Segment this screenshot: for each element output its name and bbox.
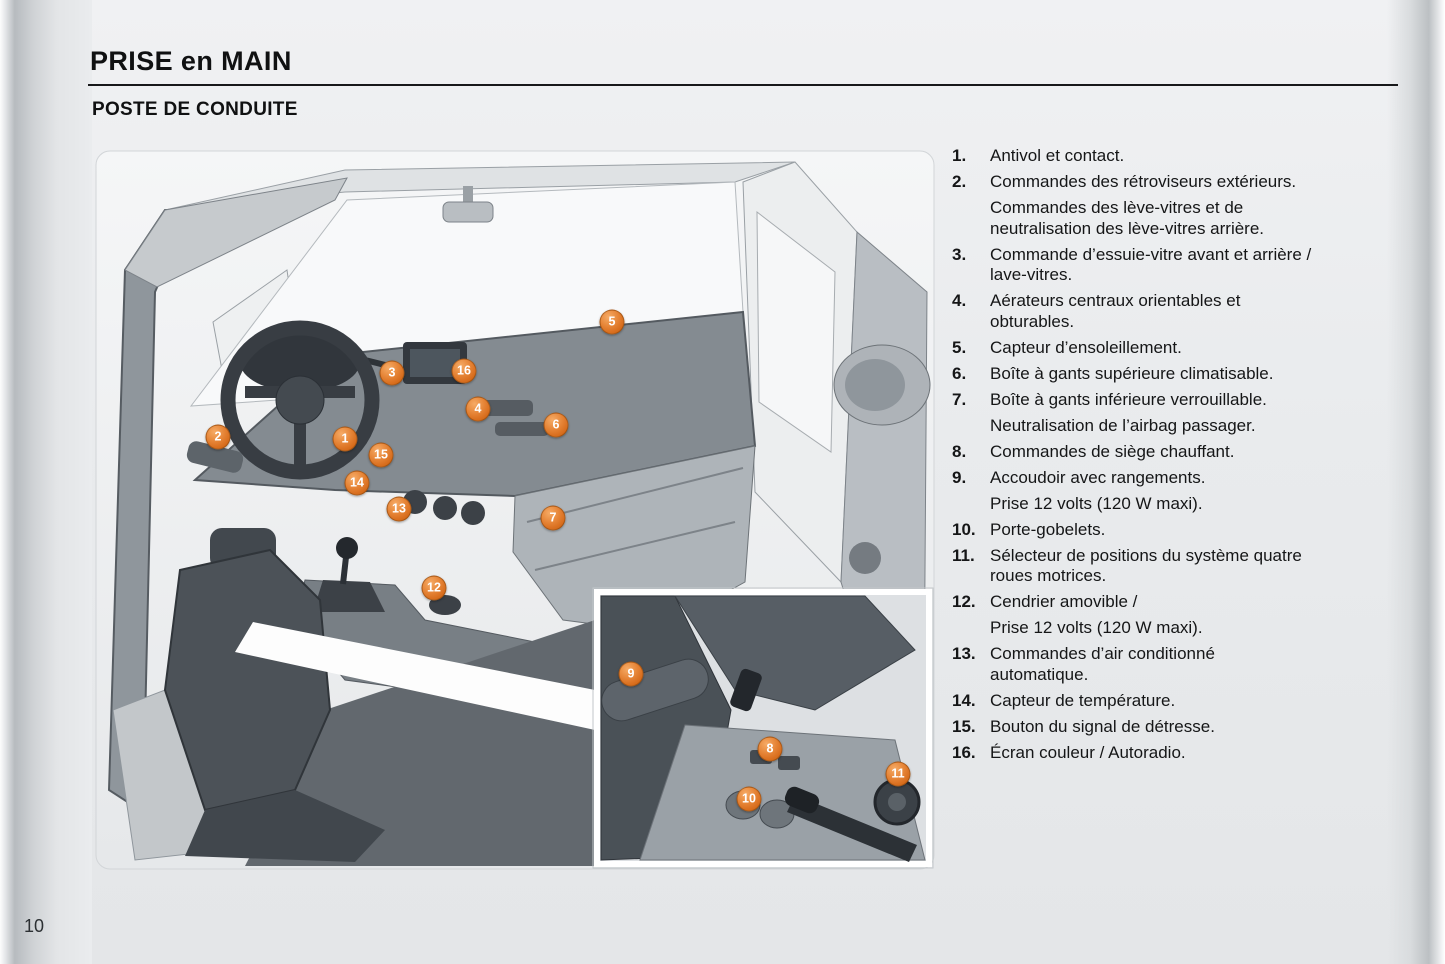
legend-item-text: Boîte à gants supérieure climatisable. xyxy=(990,363,1274,383)
legend-item-14: 14. Capteur de température. xyxy=(952,691,1320,712)
legend-item-4: 4. Aérateurs centraux orientables et obtu… xyxy=(952,291,1320,332)
diagram-marker-1: 1 xyxy=(332,426,358,452)
legend-item-text: Boîte à gants inférieure verrouillable.N… xyxy=(990,389,1267,435)
legend-item-text: Commandes d’air conditionné automatique. xyxy=(990,644,1215,684)
legend-item-number: 13. xyxy=(952,644,976,663)
diagram-marker-6: 6 xyxy=(543,412,569,438)
legend-item-text: Aérateurs centraux orientables et obtura… xyxy=(990,291,1241,331)
legend-item-number: 9. xyxy=(952,467,967,487)
diagram-marker-11: 11 xyxy=(885,761,911,787)
legend-list: 1. Antivol et contact. 2. Commandes des rét… xyxy=(952,146,1320,769)
legend-item-number: 14. xyxy=(952,690,976,710)
diagram-marker-13: 13 xyxy=(386,496,412,522)
page-edge-gradient xyxy=(1387,0,1445,964)
legend-item-text: Cendrier amovible /Prise 12 volts (120 W… xyxy=(990,592,1203,637)
legend-item-text: Capteur d’ensoleillement. xyxy=(990,337,1182,357)
page-binding-gradient xyxy=(0,0,92,964)
legend-item-text: Commandes des rétroviseurs extérieurs.Co… xyxy=(990,172,1297,238)
legend-item-8: 8. Commandes de siège chauffant. xyxy=(952,442,1320,463)
legend-item-number: 4. xyxy=(952,291,967,310)
legend-item-number: 3. xyxy=(952,244,967,264)
legend-item-text: Bouton du signal de détresse. xyxy=(990,716,1215,736)
legend-item-3: 3. Commande d’essuie-vitre avant et arriè… xyxy=(952,245,1320,286)
legend-item-9: 9. Accoudoir avec rangements.Prise 12 vol… xyxy=(952,468,1320,515)
legend-item-text: Commandes de siège chauffant. xyxy=(990,441,1235,461)
legend-item-text: Commande d’essuie-vitre avant et arrière… xyxy=(990,244,1312,285)
diagram-marker-7: 7 xyxy=(540,505,566,531)
legend-item-7: 7. Boîte à gants inférieure verrouillable… xyxy=(952,390,1320,437)
legend-item-number: 11. xyxy=(952,545,975,565)
diagram-marker-12: 12 xyxy=(421,575,447,601)
legend-item-number: 8. xyxy=(952,441,967,461)
legend-item-text: Sélecteur de positions du système quatre… xyxy=(990,545,1302,586)
diagram-marker-4: 4 xyxy=(465,396,491,422)
legend-item-10: 10. Porte-gobelets. xyxy=(952,520,1320,541)
legend-item-12: 12. Cendrier amovible /Prise 12 volts (12… xyxy=(952,592,1320,639)
legend-item-number: 1. xyxy=(952,146,967,165)
legend-item-16: 16. Écran couleur / Autoradio. xyxy=(952,743,1320,764)
legend-item-number: 16. xyxy=(952,742,976,762)
page-title: PRISE en MAIN xyxy=(90,46,292,76)
diagram-marker-3: 3 xyxy=(379,360,405,386)
legend-item-1: 1. Antivol et contact. xyxy=(952,146,1320,167)
legend-item-number: 10. xyxy=(952,519,976,539)
legend-item-15: 15. Bouton du signal de détresse. xyxy=(952,717,1320,738)
legend-item-5: 5. Capteur d’ensoleillement. xyxy=(952,338,1320,359)
legend-item-number: 5. xyxy=(952,337,967,357)
legend-item-text: Porte-gobelets. xyxy=(990,519,1106,539)
legend-item-number: 12. xyxy=(952,592,976,611)
diagram-marker-8: 8 xyxy=(757,736,783,762)
diagram-marker-2: 2 xyxy=(205,424,231,450)
diagram-marker-14: 14 xyxy=(344,470,370,496)
legend-item-13: 13. Commandes d’air conditionné automatiq… xyxy=(952,644,1320,685)
diagram-marker-16: 16 xyxy=(451,358,477,384)
legend-item-2: 2. Commandes des rétroviseurs extérieurs.… xyxy=(952,172,1320,239)
legend-item-6: 6. Boîte à gants supérieure climatisable. xyxy=(952,364,1320,385)
legend-item-text: Écran couleur / Autoradio. xyxy=(990,742,1186,762)
diagram-marker-5: 5 xyxy=(599,309,625,335)
diagram-marker-9: 9 xyxy=(618,661,644,687)
diagram-marker-15: 15 xyxy=(368,442,394,468)
page-number: 10 xyxy=(24,916,45,936)
diagram-marker-10: 10 xyxy=(736,786,762,812)
legend-item-number: 15. xyxy=(952,716,976,736)
legend-item-number: 7. xyxy=(952,389,967,409)
legend-item-number: 6. xyxy=(952,363,967,383)
legend-item-number: 2. xyxy=(952,172,967,191)
section-title: POSTE DE CONDUITE xyxy=(92,99,298,120)
legend-item-text: Capteur de température. xyxy=(990,690,1176,710)
legend-item-11: 11. Sélecteur de positions du système qua… xyxy=(952,546,1320,587)
legend-item-text: Antivol et contact. xyxy=(990,146,1125,165)
legend-item-text: Accoudoir avec rangements.Prise 12 volts… xyxy=(990,467,1206,513)
title-divider xyxy=(88,84,1398,86)
